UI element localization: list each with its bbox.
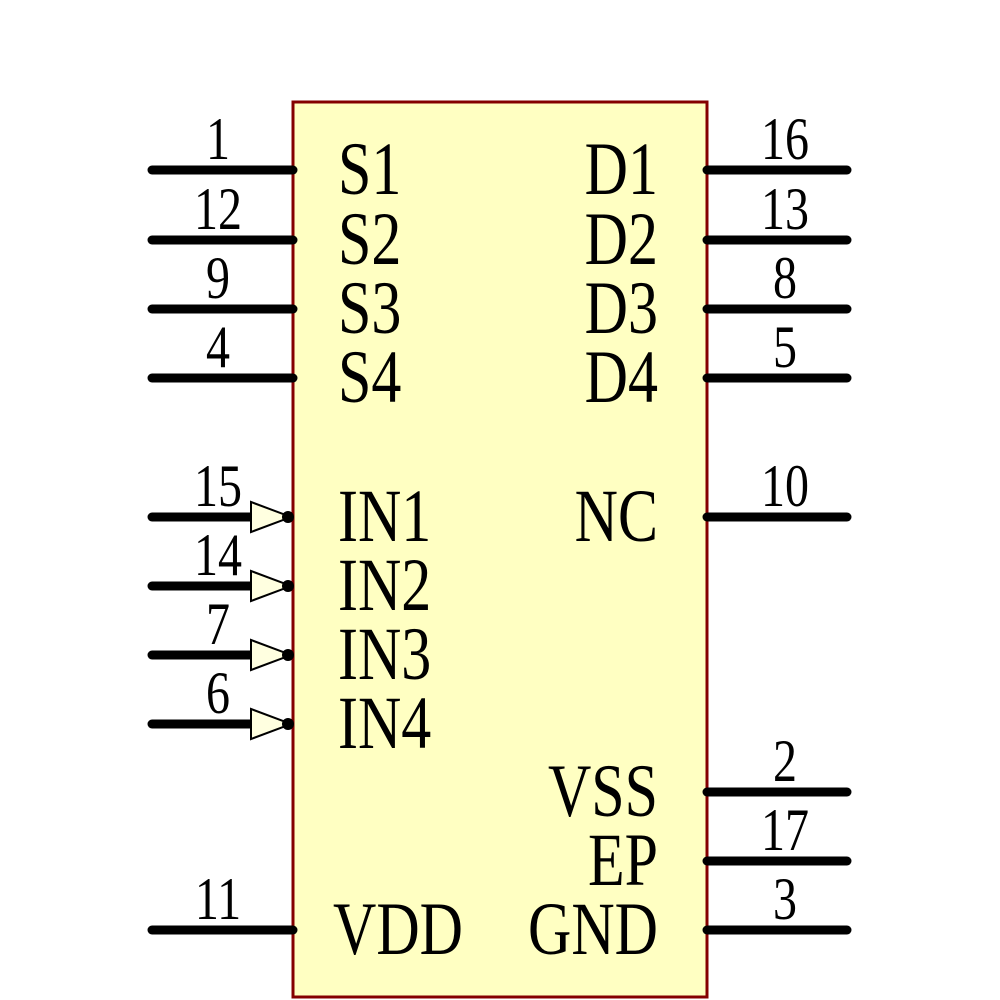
pin-in1: 15 IN1 <box>147 453 431 558</box>
pin-label: S4 <box>338 335 401 419</box>
pin-d3: 8 D3 <box>585 245 852 350</box>
pin-label: IN4 <box>338 681 431 765</box>
pin-s3: 9 S3 <box>147 245 401 350</box>
pin-in2: 14 IN2 <box>147 522 431 627</box>
pin-label: D1 <box>585 127 658 211</box>
pin-d4: 5 D4 <box>585 314 852 419</box>
pin-label: IN3 <box>338 612 431 696</box>
pin-s4: 4 S4 <box>147 314 401 419</box>
input-arrow-icon <box>250 638 294 672</box>
pin-in3: 7 IN3 <box>147 591 431 696</box>
pin-number: 2 <box>773 728 797 794</box>
pin-label: GND <box>528 887 658 971</box>
pin-number: 9 <box>206 245 230 311</box>
pin-endpoint-dot <box>282 718 294 730</box>
pin-endpoint-dot <box>282 511 294 523</box>
pin-label: IN1 <box>338 474 431 558</box>
component-body <box>291 100 709 999</box>
pin-label: S1 <box>338 127 401 211</box>
pin-label: D4 <box>585 335 658 419</box>
pin-number: 10 <box>761 453 809 519</box>
pin-number: 15 <box>194 453 242 519</box>
pin-number: 8 <box>773 245 797 311</box>
pin-endpoint-dot <box>282 649 294 661</box>
pin-label: VSS <box>548 749 658 833</box>
pin-number: 14 <box>194 522 242 588</box>
pin-number: 12 <box>194 176 242 242</box>
input-arrow-icon <box>250 569 294 603</box>
pin-label: NC <box>575 474 658 558</box>
pin-ep: 17 EP <box>588 797 852 902</box>
pin-label: VDD <box>333 887 463 971</box>
input-arrow-icon <box>250 500 294 534</box>
pin-d1: 16 D1 <box>585 106 852 211</box>
pin-in4: 6 IN4 <box>147 660 431 765</box>
pin-label: S2 <box>338 197 401 281</box>
pin-number: 6 <box>206 660 230 726</box>
pin-label: IN2 <box>338 543 431 627</box>
pin-number: 17 <box>761 797 809 863</box>
pin-vdd: 11 VDD <box>147 866 463 971</box>
pin-number: 13 <box>761 176 809 242</box>
pin-number: 5 <box>773 314 797 380</box>
pin-vss: 2 VSS <box>548 728 852 833</box>
pin-label: D3 <box>585 266 658 350</box>
pin-number: 11 <box>195 866 241 932</box>
pin-number: 3 <box>773 866 797 932</box>
pin-endpoint-dot <box>282 580 294 592</box>
input-arrow-icon <box>250 707 294 741</box>
pin-number: 7 <box>206 591 230 657</box>
pin-label: EP <box>588 818 658 902</box>
pin-number: 4 <box>206 314 230 380</box>
pin-gnd: 3 GND <box>528 866 852 971</box>
pin-d2: 13 D2 <box>585 176 852 281</box>
pin-s1: 1 S1 <box>147 106 401 211</box>
pin-label: D2 <box>585 197 658 281</box>
pin-nc: 10 NC <box>575 453 852 558</box>
pin-s2: 12 S2 <box>147 176 401 281</box>
pin-label: S3 <box>338 266 401 350</box>
pin-number: 16 <box>761 106 809 172</box>
pin-number: 1 <box>206 106 230 172</box>
